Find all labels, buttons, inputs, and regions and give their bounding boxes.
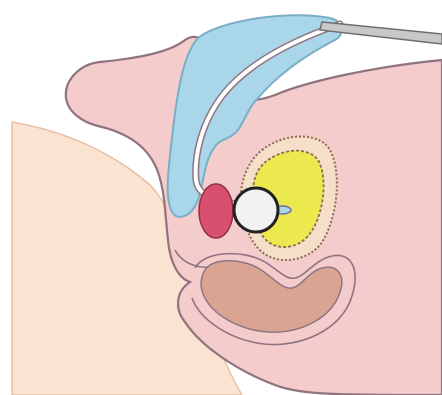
scope-tip <box>234 188 278 232</box>
red-structure <box>199 184 233 238</box>
